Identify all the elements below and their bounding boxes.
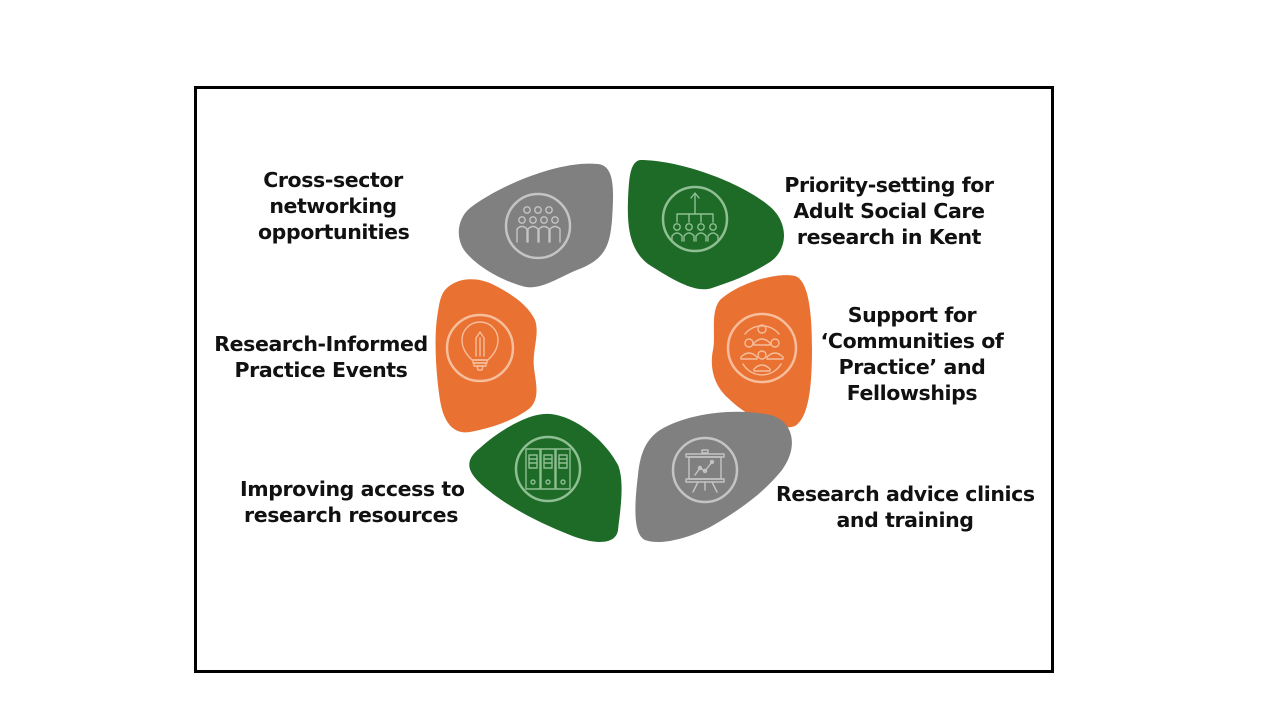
binders-icon	[525, 448, 571, 490]
segment-priority-setting	[627, 160, 784, 290]
label-networking: Cross-sector networking opportunities	[258, 168, 410, 244]
petal-advice-clinics	[635, 411, 792, 543]
presentation-board-icon	[685, 449, 725, 493]
lightbulb-pencil-icon	[461, 321, 499, 371]
petal-networking	[458, 163, 614, 288]
petal-priority-setting	[627, 160, 784, 290]
people-circle-icon	[740, 324, 784, 376]
segment-networking	[458, 163, 614, 288]
segment-research-resources	[469, 413, 622, 542]
diagram-frame	[194, 86, 1054, 673]
label-advice-clinics: Research advice clinics and training	[776, 482, 1035, 532]
label-communities-of-practice: Support for ‘Communities of Practice’ an…	[820, 303, 1004, 405]
petal-practice-events	[435, 279, 537, 433]
segment-advice-clinics	[635, 411, 792, 543]
group-people-icon	[516, 206, 561, 243]
petal-research-resources	[469, 413, 622, 542]
hierarchy-people-arrow-icon	[671, 192, 719, 242]
label-practice-events: Research-Informed Practice Events	[214, 332, 428, 382]
segment-practice-events	[435, 279, 537, 433]
label-priority-setting: Priority-setting for Adult Social Care r…	[784, 173, 994, 249]
segment-communities-of-practice	[711, 275, 812, 428]
label-research-resources: Improving access to research resources	[240, 477, 465, 527]
